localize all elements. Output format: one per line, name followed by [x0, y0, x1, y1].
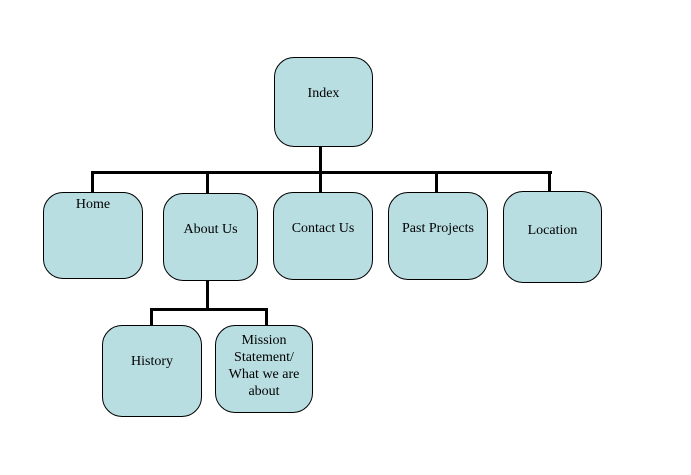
connector-about-us-stub: [206, 171, 209, 193]
connector-contact-us-stub: [319, 171, 322, 192]
connector-home-stub: [91, 171, 94, 192]
node-index-label: Index: [307, 86, 340, 101]
connector-location-stub: [548, 171, 551, 191]
connector-history-stub: [150, 308, 153, 325]
node-index: Index: [274, 57, 373, 147]
node-contact-us: Contact Us: [273, 192, 373, 280]
node-location-label: Location: [527, 222, 578, 238]
node-home: Home: [43, 192, 143, 279]
node-contact-us-label: Contact Us: [291, 221, 355, 236]
node-history-label: History: [131, 353, 173, 369]
node-mission-statement-label: Mission Statement/ What we are about: [228, 332, 300, 399]
connector-mission-stub: [265, 308, 268, 325]
node-about-us: About Us: [163, 193, 258, 281]
node-location: Location: [503, 191, 602, 283]
node-past-projects-label: Past Projects: [402, 221, 474, 236]
node-past-projects: Past Projects: [388, 192, 488, 280]
connector-past-projects-stub: [435, 171, 438, 192]
connector-about-us-vertical: [206, 280, 209, 311]
node-home-label: Home: [75, 197, 111, 212]
node-about-us-label: About Us: [183, 221, 238, 237]
connector-row3-horizontal: [150, 308, 268, 311]
node-history: History: [102, 325, 202, 417]
node-mission-statement: Mission Statement/ What we are about: [215, 325, 313, 413]
connector-index-vertical: [319, 146, 322, 174]
